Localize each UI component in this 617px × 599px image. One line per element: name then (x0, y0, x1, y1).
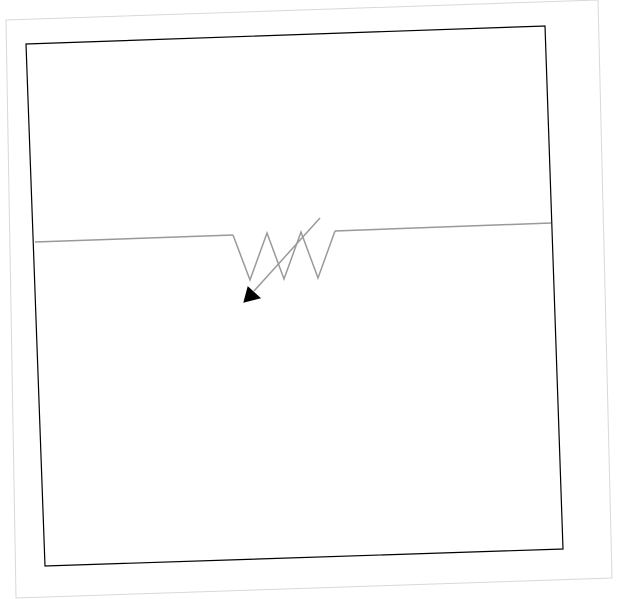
diagram-frame (25, 25, 564, 567)
variable-arrow-shaft (253, 217, 321, 292)
right-lead-wire (334, 222, 552, 232)
resistor-zigzag (232, 229, 336, 283)
variable-arrow-head (243, 286, 262, 303)
page-outline (5, 0, 613, 599)
left-lead-wire (34, 234, 234, 243)
